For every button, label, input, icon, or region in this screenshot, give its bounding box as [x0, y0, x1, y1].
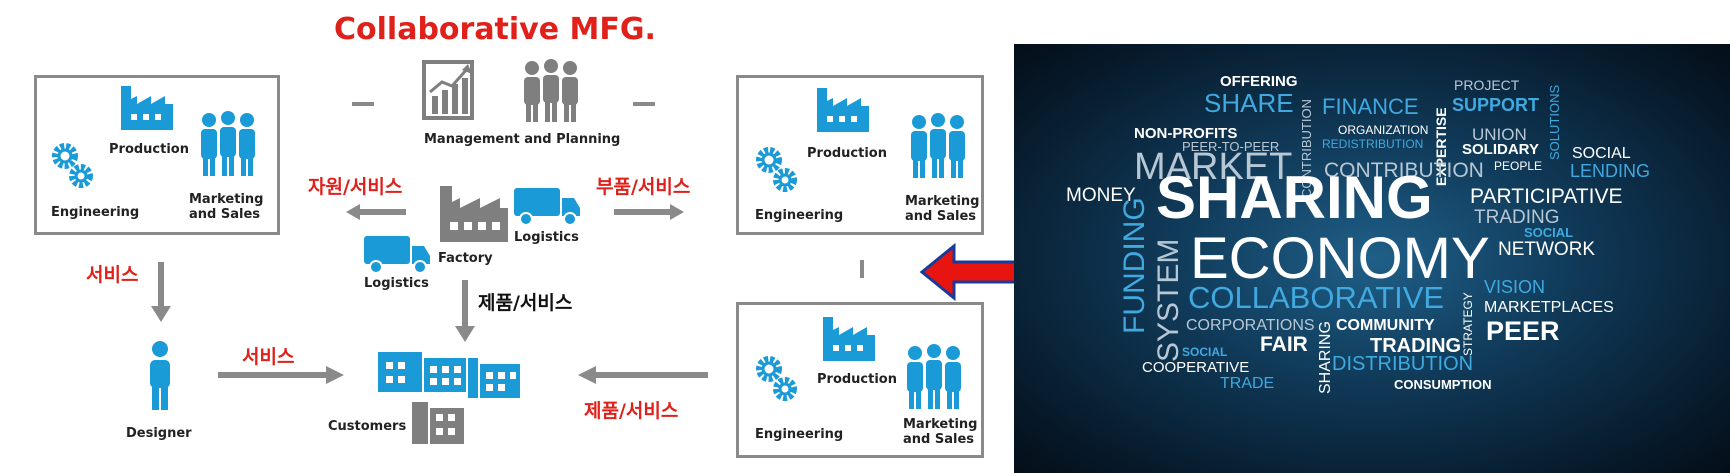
engineering-label: Engineering: [755, 427, 844, 442]
production-label: Production: [817, 372, 897, 387]
wc-word: FUNDING: [1118, 197, 1151, 334]
wc-word: STRATEGY: [1461, 292, 1475, 356]
people-gray-icon: [524, 59, 578, 122]
wc-word: PEER-TO-PEER: [1182, 139, 1280, 154]
wc-word: TRADING: [1370, 335, 1462, 357]
flow-label-product-center: 제품/서비스: [478, 292, 573, 314]
people-icon: [201, 111, 255, 176]
arrow-parts: [614, 204, 684, 220]
wc-word: SYSTEM: [1152, 238, 1185, 362]
wc-word: SUPPORT: [1452, 95, 1540, 115]
wc-word: PROJECT: [1454, 77, 1520, 93]
wc-word: PARTICIPATIVE: [1470, 185, 1623, 208]
word-cloud-panel: OFFERING SHARE FINANCE CONTRIBUTION EXPE…: [1014, 44, 1730, 473]
factory-icon: [121, 86, 173, 130]
engineering-label: Engineering: [755, 208, 844, 223]
people-icon: [907, 344, 961, 409]
wc-word: NETWORK: [1498, 239, 1596, 260]
wc-word: MARKETPLACES: [1484, 299, 1614, 316]
flow-label-resource: 자원/서비스: [308, 176, 403, 198]
wc-word: REDISTRIBUTION: [1322, 137, 1424, 151]
flow-label-parts: 부품/서비스: [596, 176, 691, 198]
wc-word: COLLABORATIVE: [1188, 280, 1445, 315]
people-icon: [911, 113, 965, 178]
wc-word: SHARING: [1156, 164, 1433, 231]
gears-icon: [756, 147, 797, 192]
designer-label: Designer: [126, 426, 192, 441]
wc-word: MARKET: [1134, 146, 1293, 188]
wc-word: SOCIAL: [1524, 225, 1574, 240]
arrow-product-left: [578, 366, 708, 384]
customers-label: Customers: [328, 419, 407, 434]
wc-word: PEOPLE: [1494, 159, 1543, 173]
person-icon: [150, 341, 170, 410]
logistics-label-top: Logistics: [514, 230, 579, 245]
wc-word: OFFERING: [1220, 73, 1298, 90]
wc-word: NON-PROFITS: [1134, 125, 1238, 142]
connector-dash: [860, 260, 864, 278]
dash-right: [633, 102, 655, 106]
factory-icon: [823, 317, 875, 361]
arrow-service-right: [218, 366, 344, 384]
buildings-icon: [378, 352, 520, 444]
wc-word: LENDING: [1570, 161, 1651, 181]
wc-word: CONSUMPTION: [1394, 377, 1492, 392]
flow-label-service-right: 서비스: [242, 346, 295, 368]
wc-word: FAIR: [1260, 333, 1308, 356]
production-label: Production: [109, 142, 189, 157]
wc-word: SOCIAL: [1572, 145, 1631, 162]
wc-word: FINANCE: [1322, 94, 1419, 119]
wc-word: VISION: [1484, 277, 1546, 297]
wc-word: SOLUTIONS: [1547, 84, 1562, 160]
factory-icon: [817, 88, 869, 132]
flow-label-product-right: 제품/서비스: [584, 400, 679, 422]
logistics-label-bottom: Logistics: [364, 276, 429, 291]
factory-gray-icon: [440, 186, 508, 242]
engineering-label: Engineering: [51, 205, 140, 220]
wc-word: COMMUNITY: [1336, 317, 1435, 334]
truck-icon: [514, 188, 580, 226]
gears-icon: [756, 356, 797, 401]
chart-growth-icon: [422, 60, 474, 120]
wc-word: SHARE: [1204, 88, 1294, 118]
wc-word: COOPERATIVE: [1142, 359, 1250, 376]
flow-label-service-down: 서비스: [86, 264, 139, 286]
factory-label: Factory: [438, 251, 493, 266]
wc-word: TRADING: [1474, 207, 1560, 228]
production-label: Production: [807, 146, 887, 161]
wc-word: UNION: [1472, 125, 1527, 144]
wc-word: TRADE: [1220, 375, 1275, 392]
truck-icon: [364, 236, 430, 274]
wc-word: MONEY: [1066, 185, 1136, 206]
wc-word: CONTRIBUTION: [1324, 159, 1484, 182]
wc-word: ORGANIZATION: [1338, 123, 1429, 137]
wc-word: PEER: [1486, 316, 1560, 346]
dash-left: [352, 102, 374, 106]
wc-word: SOCIAL: [1182, 345, 1228, 359]
arrow-down-service: [151, 262, 171, 322]
wc-word: SOLIDARY: [1462, 141, 1539, 158]
gears-icon: [52, 143, 93, 188]
wc-word: DISTRIBUTION: [1332, 353, 1474, 375]
diagram-title: Collaborative MFG.: [334, 12, 656, 47]
wc-word: CORPORATIONS: [1186, 317, 1315, 334]
wc-word: ECONOMY: [1190, 226, 1490, 291]
management-label: Management and Planning: [424, 132, 621, 147]
arrow-resource: [346, 204, 406, 220]
arrow-down-product: [455, 280, 475, 342]
